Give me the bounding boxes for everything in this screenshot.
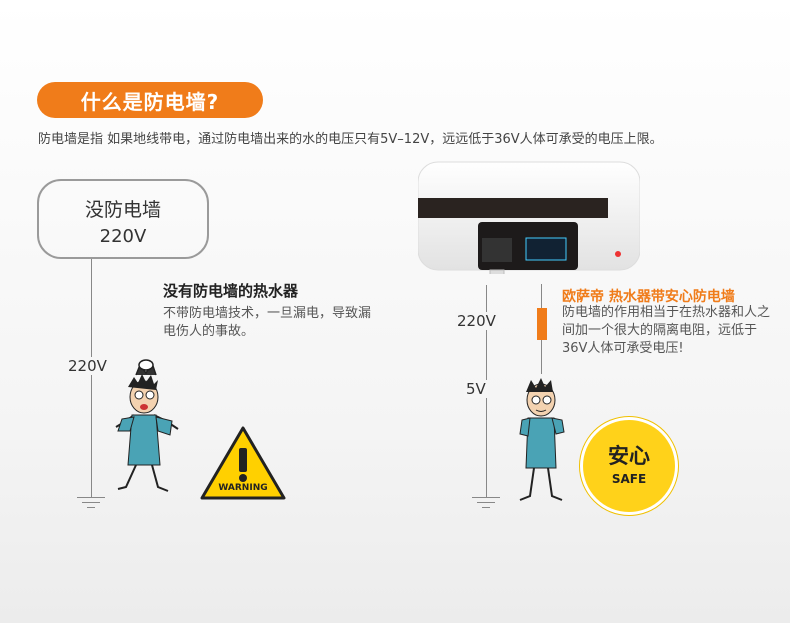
- left-wire: [91, 259, 92, 497]
- right-ground-1: [472, 497, 500, 498]
- heater-description: 防电墙的作用相当于在热水器和人之间加一个很大的隔离电阻，远低于36V人体可承受电…: [562, 305, 771, 356]
- right-lower-voltage: 5V: [464, 380, 488, 398]
- safe-badge: 安心 SAFE: [583, 420, 675, 512]
- shocked-person-illustration: [115, 359, 179, 492]
- no-wall-description: 不带防电墙技术，一旦漏电，导致漏电伤人的事故。: [163, 306, 372, 339]
- section-title: 什么是防电墙?: [37, 82, 263, 118]
- no-wall-box-title: 没防电墙: [84, 199, 161, 221]
- water-heater-image: [418, 161, 640, 274]
- left-ground-1: [77, 497, 105, 498]
- right-upper-voltage: 220V: [455, 312, 498, 330]
- right-ground-2: [477, 502, 495, 503]
- warning-icon: [200, 426, 286, 500]
- right-ground-3: [482, 507, 490, 508]
- left-line-voltage: 220V: [66, 357, 109, 375]
- intro-text: 防电墙是指 如果地线带电，通过防电墙出来的水的电压只有5V–12V，远远低于36…: [38, 132, 663, 147]
- left-ground-3: [87, 507, 95, 508]
- no-wall-heading: 没有防电墙的热水器: [163, 282, 299, 300]
- safe-badge-cn: 安心: [608, 444, 650, 468]
- isolation-resistor: [537, 308, 547, 340]
- no-wall-box-voltage: 220V: [99, 226, 147, 247]
- left-ground-2: [82, 502, 100, 503]
- warning-label: WARNING: [218, 483, 268, 493]
- safe-badge-en: SAFE: [611, 472, 647, 486]
- safe-person-illustration: [519, 378, 565, 501]
- no-wall-box: 没防电墙 220V: [37, 179, 209, 259]
- heater-heading: 欧萨帝 热水器带安心防电墙: [562, 289, 735, 305]
